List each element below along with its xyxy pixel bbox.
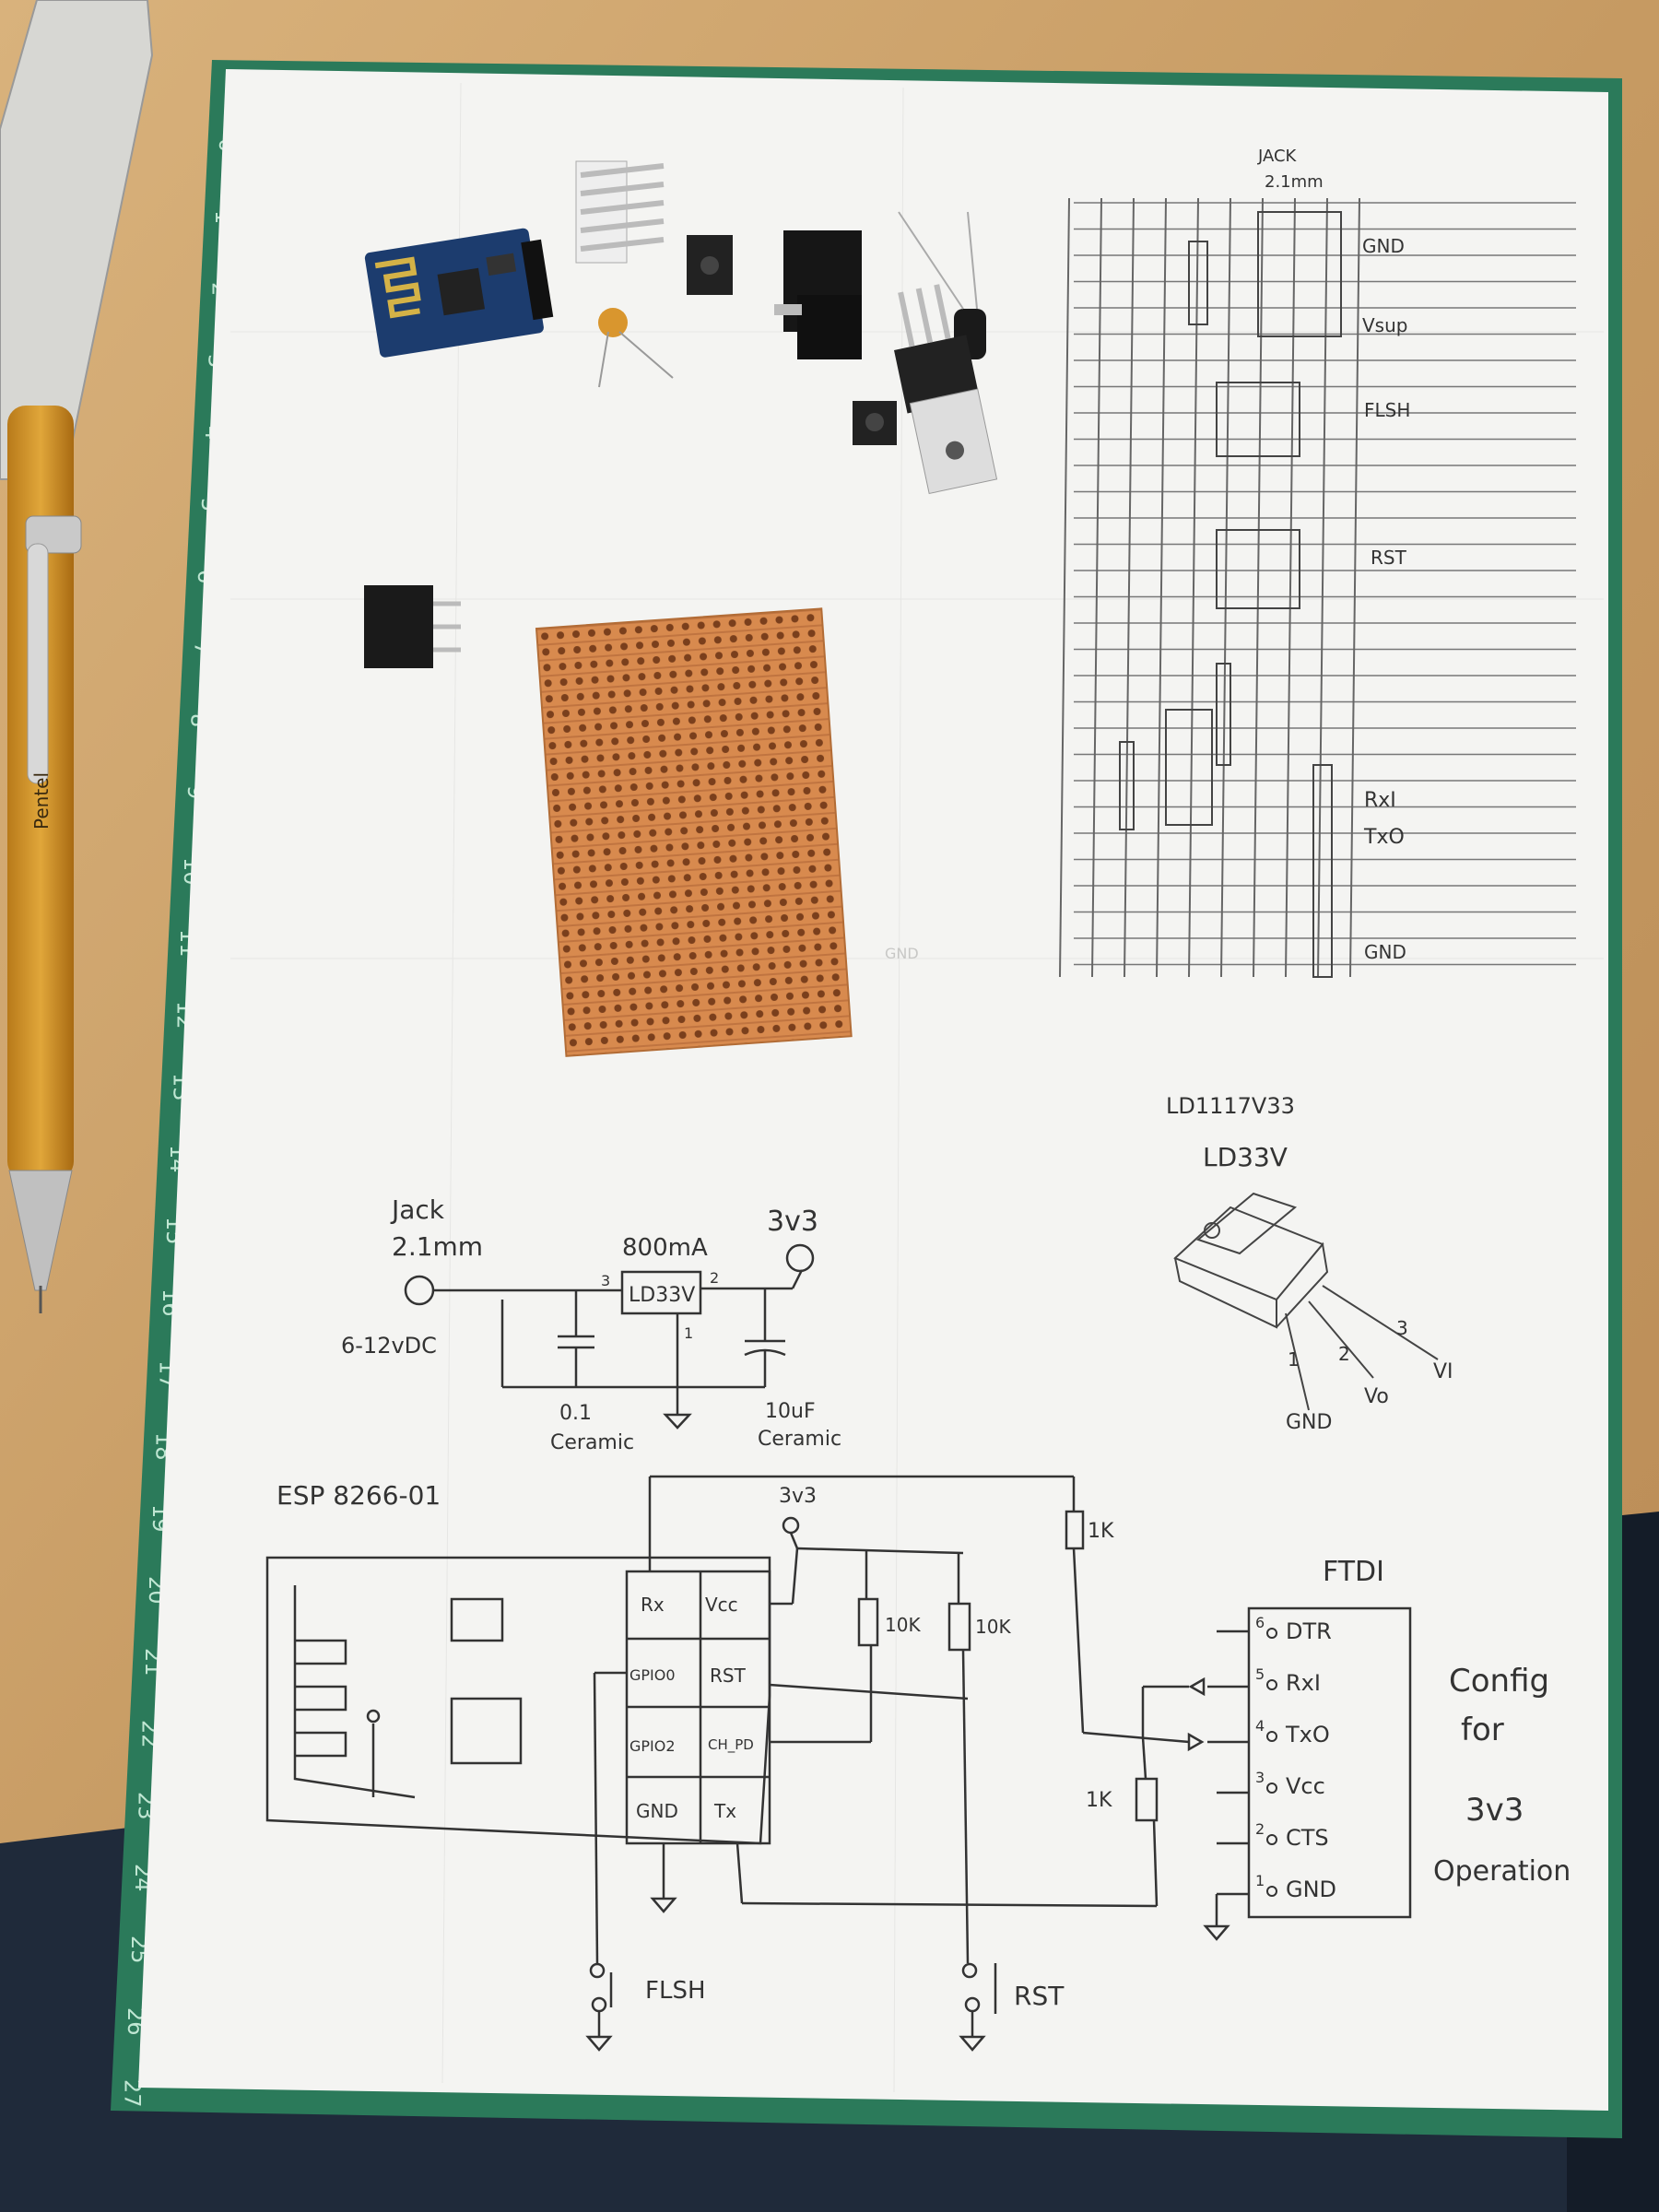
ftdi-pin-label: TxO: [1285, 1722, 1330, 1747]
svg-text:Config: Config: [1449, 1663, 1549, 1700]
tactile-switch-2: [853, 401, 897, 445]
svg-text:3v3: 3v3: [779, 1485, 817, 1508]
svg-text:10K: 10K: [975, 1616, 1011, 1638]
ftdi-pin-number: 1: [1255, 1872, 1265, 1889]
ftdi-pin-number: 6: [1255, 1614, 1265, 1631]
svg-text:for: for: [1461, 1712, 1504, 1748]
regulator-sketch: LD1117V33 LD33V 1 2 3 GND Vo VI: [1166, 1093, 1453, 1434]
voltage-regulator: [894, 284, 998, 495]
ftdi-pin-terminal: [1266, 1886, 1277, 1897]
svg-text:Rx: Rx: [641, 1594, 665, 1616]
ceramic-capacitor: [598, 308, 674, 388]
svg-text:Ceramic: Ceramic: [550, 1431, 634, 1454]
svg-text:Vcc: Vcc: [705, 1594, 738, 1616]
ftdi-pin-terminal: [1266, 1679, 1277, 1690]
svg-text:GND: GND: [1286, 1411, 1332, 1434]
svg-text:1: 1: [684, 1324, 693, 1342]
svg-text:Operation: Operation: [1433, 1855, 1571, 1888]
svg-text:RST: RST: [710, 1665, 747, 1687]
dc-jack: [774, 230, 862, 359]
esp-schematic: [265, 1475, 1412, 2052]
svg-text:LD1117V33: LD1117V33: [1166, 1093, 1295, 1119]
female-header: [364, 585, 461, 668]
svg-text:10uF: 10uF: [765, 1400, 816, 1423]
ftdi-note: Config for 3v3 Operation: [1433, 1663, 1571, 1888]
svg-text:Tx: Tx: [713, 1800, 736, 1822]
svg-text:VI: VI: [1433, 1360, 1453, 1383]
ftdi-pin-list: 6 DTR 5 RxI 4 TxO 3 Vcc 2 CTS 1 GND: [1255, 1614, 1336, 1902]
esp8266-module: [364, 228, 554, 358]
ftdi-pin-terminal: [1266, 1783, 1277, 1794]
svg-text:Ceramic: Ceramic: [758, 1428, 841, 1451]
svg-text:FLSH: FLSH: [645, 1977, 706, 2005]
svg-text:GPIO0: GPIO0: [629, 1666, 676, 1684]
svg-text:RST: RST: [1371, 547, 1407, 569]
svg-text:GND: GND: [636, 1800, 678, 1822]
svg-text:3v3: 3v3: [1465, 1792, 1524, 1829]
ftdi-pin-label: CTS: [1286, 1825, 1329, 1851]
svg-text:6-12vDC: 6-12vDC: [341, 1333, 437, 1359]
svg-text:1K: 1K: [1086, 1789, 1112, 1812]
svg-text:JACK: JACK: [1257, 147, 1298, 166]
svg-text:1: 1: [1288, 1348, 1300, 1371]
layout-jack-title: JACK 2.1mm: [1257, 147, 1324, 192]
ftdi-pin-terminal: [1266, 1628, 1277, 1639]
paper-sheet: [138, 69, 1608, 2111]
svg-text:2: 2: [710, 1269, 719, 1287]
svg-text:Vsup: Vsup: [1362, 314, 1407, 336]
pencil-brand: Pentel: [30, 772, 53, 830]
ftdi-pin-terminal: [1266, 1731, 1277, 1742]
svg-text:FLSH: FLSH: [1364, 399, 1410, 421]
svg-text:0.1: 0.1: [559, 1402, 592, 1425]
pencil: Pentel: [7, 406, 82, 1313]
ftdi-pin-number: 2: [1255, 1820, 1265, 1838]
svg-text:LD33V: LD33V: [1203, 1142, 1288, 1172]
svg-text:GND: GND: [1362, 235, 1405, 257]
svg-text:1K: 1K: [1088, 1520, 1114, 1543]
svg-text:Vo: Vo: [1364, 1385, 1389, 1408]
svg-text:GND: GND: [1364, 941, 1406, 963]
svg-text:ESP 8266-01: ESP 8266-01: [276, 1480, 441, 1511]
svg-text:3: 3: [601, 1272, 610, 1289]
ftdi-pin-label: GND: [1286, 1877, 1336, 1902]
ftdi-pin-label: Vcc: [1286, 1773, 1325, 1799]
svg-text:10K: 10K: [885, 1614, 921, 1636]
faint-gnd-text: GND: [885, 945, 919, 962]
svg-text:GPIO2: GPIO2: [629, 1737, 676, 1755]
svg-text:3: 3: [1396, 1317, 1408, 1339]
stripboard: [535, 607, 853, 1057]
esp-schematic-text: ESP 8266-01 3v3 Rx Vcc GPIO0 RST GPIO2 C…: [276, 1480, 1384, 2011]
svg-text:CH_PD: CH_PD: [708, 1736, 754, 1754]
svg-text:800mA: 800mA: [622, 1234, 708, 1262]
ftdi-pin-terminal: [1266, 1834, 1277, 1845]
power-schematic: [404, 1243, 815, 1430]
svg-text:2.1mm: 2.1mm: [1265, 172, 1324, 192]
ftdi-pin-number: 4: [1255, 1717, 1265, 1735]
svg-text:Jack: Jack: [390, 1194, 445, 1225]
svg-text:LD33V: LD33V: [629, 1284, 695, 1307]
power-schematic-text: Jack 2.1mm 6-12vDC 800mA LD33V 3v3 3 2 1…: [341, 1194, 841, 1454]
svg-text:FTDI: FTDI: [1323, 1556, 1384, 1588]
svg-text:RST: RST: [1014, 1981, 1065, 2011]
tactile-switch: [687, 235, 733, 295]
ftdi-pin-number: 5: [1255, 1665, 1265, 1683]
ftdi-pin-label: RxI: [1286, 1670, 1321, 1696]
ftdi-pin-label: DTR: [1286, 1618, 1332, 1644]
svg-text:TxO: TxO: [1363, 826, 1405, 849]
svg-text:RxI: RxI: [1364, 789, 1396, 812]
pin-header: [575, 160, 665, 264]
svg-text:3v3: 3v3: [767, 1206, 818, 1238]
svg-text:2.1mm: 2.1mm: [392, 1231, 483, 1262]
ftdi-pin-number: 3: [1255, 1769, 1265, 1786]
layout-sketch: [1059, 197, 1576, 978]
layout-labels: GND Vsup FLSH RST RxI TxO GND: [1362, 235, 1410, 963]
svg-text:2: 2: [1338, 1343, 1350, 1365]
